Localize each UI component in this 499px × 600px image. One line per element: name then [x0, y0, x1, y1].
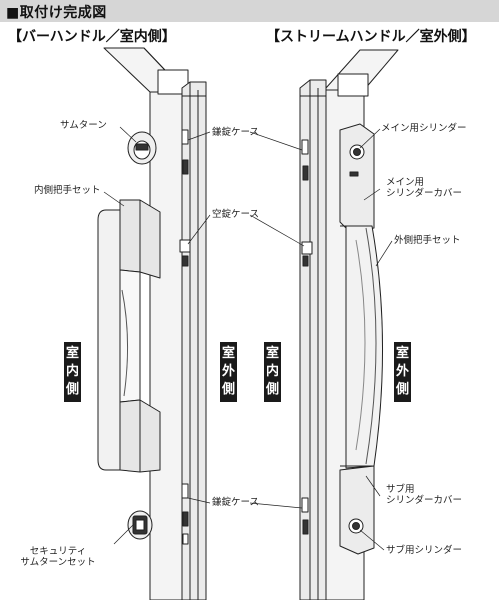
left-outdoor-vertical-label: 室 外 側 — [220, 342, 237, 402]
inner-handle-set-label: 内側把手セット — [34, 185, 101, 196]
left-outdoor-char-3: 側 — [221, 382, 235, 397]
right-section-title: 【ストリームハンドル／室外側】 — [266, 29, 476, 45]
left-dummy-lock-case — [179, 239, 191, 253]
outer-handle-set-label: 外側把手セット — [394, 235, 461, 246]
main-cylinder-cover-part — [339, 123, 375, 233]
left-indoor-char-1: 室 — [65, 346, 79, 361]
left-outdoor-char-1: 室 — [221, 346, 235, 361]
left-indoor-char-3: 側 — [65, 382, 79, 397]
lock-case-bottom-label: 鎌錠ケース — [212, 497, 260, 508]
left-outdoor-char-2: 外 — [221, 364, 235, 379]
right-dummy-lock-case — [301, 241, 313, 255]
right-outdoor-char-3: 側 — [395, 382, 409, 397]
sub-cylinder-label: サブ用シリンダー — [386, 545, 463, 556]
right-indoor-char-2: 内 — [265, 364, 279, 379]
left-lock-case-bottom — [181, 483, 189, 499]
security-thumbturn-part — [127, 510, 153, 540]
right-lock-case-bottom — [301, 497, 309, 513]
right-indoor-char-1: 室 — [265, 346, 279, 361]
left-indoor-vertical-label: 室 内 側 — [64, 342, 81, 402]
inner-handle-part — [97, 199, 161, 473]
lock-case-top-label: 鎌錠ケース — [212, 127, 260, 138]
left-section-title: 【バーハンドル／室内側】 — [8, 29, 176, 45]
page-title: ■取付け完成図 — [6, 5, 107, 21]
main-cylinder-label: メイン用シリンダー — [381, 123, 467, 134]
right-lock-case-top — [301, 139, 309, 155]
main-cylinder-cover-label-line1: メイン用 — [386, 177, 425, 188]
sub-cylinder-cover-label-line1: サブ用 — [386, 484, 415, 495]
sub-cylinder-cover-part — [339, 465, 375, 555]
security-thumbturn-label-line2: サムターンセット — [20, 557, 96, 568]
outer-handle-part — [340, 225, 383, 469]
right-outdoor-vertical-label: 室 外 側 — [394, 342, 411, 402]
left-lock-case-top — [181, 129, 189, 145]
main-cylinder-cover-label-line2: シリンダーカバー — [386, 188, 463, 199]
main-cylinder-cover-label: メイン用 シリンダーカバー — [386, 177, 462, 199]
sub-cylinder-cover-label-line2: シリンダーカバー — [386, 495, 463, 506]
sub-cylinder-cover-label: サブ用 シリンダーカバー — [386, 484, 462, 506]
left-door-frame — [157, 69, 207, 600]
security-thumbturn-label-line1: セキュリティ — [29, 546, 87, 557]
security-thumbturn-label: セキュリティ サムターンセット — [12, 546, 104, 568]
right-indoor-vertical-label: 室 内 側 — [264, 342, 281, 402]
left-indoor-char-2: 内 — [65, 364, 79, 379]
right-indoor-char-3: 側 — [265, 382, 279, 397]
thumbturn-part — [127, 131, 157, 165]
dummy-lock-case-label: 空錠ケース — [212, 209, 260, 220]
right-outdoor-char-2: 外 — [395, 364, 409, 379]
header-bar — [0, 0, 499, 22]
thumbturn-label: サムターン — [60, 120, 107, 131]
right-outdoor-char-1: 室 — [395, 346, 409, 361]
